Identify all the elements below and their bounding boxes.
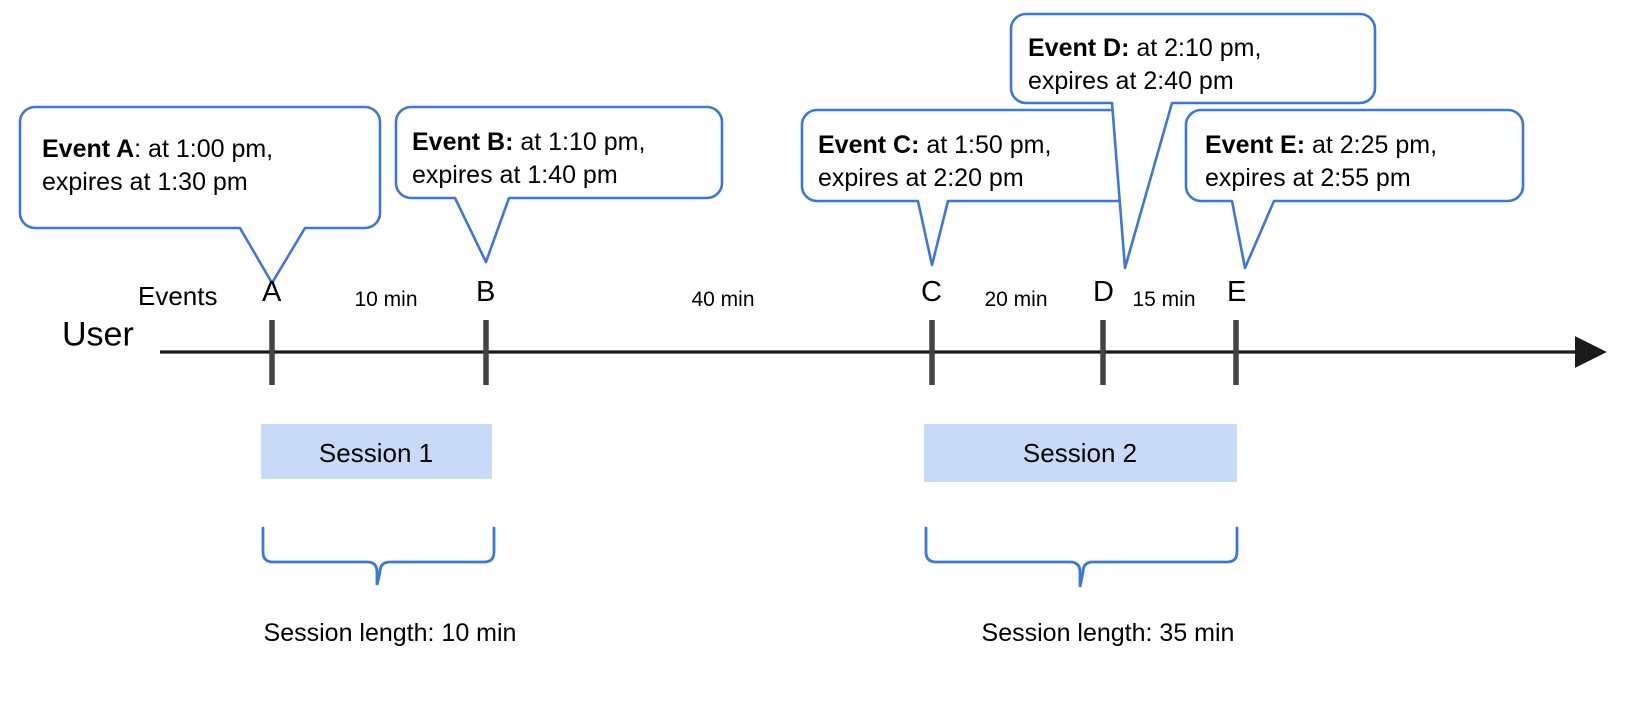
callout-d-name: Event D: [1028, 34, 1130, 62]
callout-c-text: Event C: at 1:50 pm, expires at 2:20 pm [818, 129, 1051, 195]
callout-b-time: at 1:10 pm, [513, 128, 646, 156]
callout-c-line2: expires at 2:20 pm [818, 164, 1024, 192]
session-box-1 [261, 424, 492, 479]
callout-d-text: Event D: at 2:10 pm, expires at 2:40 pm [1028, 32, 1261, 98]
event-letter-b: B [476, 276, 496, 308]
callout-a-time: at 1:00 pm, [141, 135, 274, 163]
callout-event-b [394, 105, 724, 264]
callout-b-shape [394, 105, 724, 264]
callout-event-e [1184, 108, 1525, 270]
callout-c-time: at 1:50 pm, [919, 131, 1052, 159]
session-label-2: Session 2 [1022, 438, 1138, 468]
interval-label-b-c: 40 min [691, 288, 755, 311]
callout-d-time: at 2:10 pm, [1129, 34, 1262, 62]
event-ticks [269, 320, 1239, 385]
session-label-1: Session 1 [318, 438, 434, 468]
interval-label-c-d: 20 min [984, 288, 1048, 311]
callout-b-name: Event B: [412, 128, 514, 156]
callout-a-name: Event A [42, 135, 135, 163]
axis-label-user: User [62, 315, 134, 354]
event-letter-a: A [262, 276, 282, 308]
callout-e-time: at 2:25 pm, [1305, 131, 1438, 159]
callout-a-shape [18, 105, 382, 285]
callout-c-name: Event C: [818, 131, 920, 159]
callout-event-a [18, 105, 382, 285]
callout-e-shape [1184, 108, 1525, 270]
callout-a-sep: : [134, 135, 142, 163]
session-length-2: Session length: 35 min [981, 619, 1235, 647]
callout-d-shape [1009, 12, 1377, 270]
callout-b-line2: expires at 1:40 pm [412, 161, 618, 189]
brace-session-1 [261, 526, 496, 586]
callout-d-line2: expires at 2:40 pm [1028, 67, 1234, 95]
event-letter-d: D [1093, 276, 1114, 308]
event-letter-e: E [1227, 276, 1247, 308]
callout-b-text: Event B: at 1:10 pm, expires at 1:40 pm [412, 126, 645, 192]
event-letter-c: C [921, 276, 942, 308]
events-row-label: Events [138, 281, 218, 311]
callout-event-d [1009, 12, 1377, 270]
callout-e-line2: expires at 2:55 pm [1205, 164, 1411, 192]
callout-e-text: Event E: at 2:25 pm, expires at 2:55 pm [1205, 129, 1437, 195]
session-box-2 [924, 424, 1237, 482]
interval-label-a-b: 10 min [354, 288, 418, 311]
session-length-1: Session length: 10 min [263, 619, 517, 647]
brace-session-2 [924, 526, 1239, 588]
callout-a-text: Event A: at 1:00 pm, expires at 1:30 pm [42, 133, 273, 199]
interval-label-d-e: 15 min [1132, 288, 1196, 311]
callout-a-line2: expires at 1:30 pm [42, 168, 248, 196]
callout-e-name: Event E: [1205, 131, 1306, 159]
